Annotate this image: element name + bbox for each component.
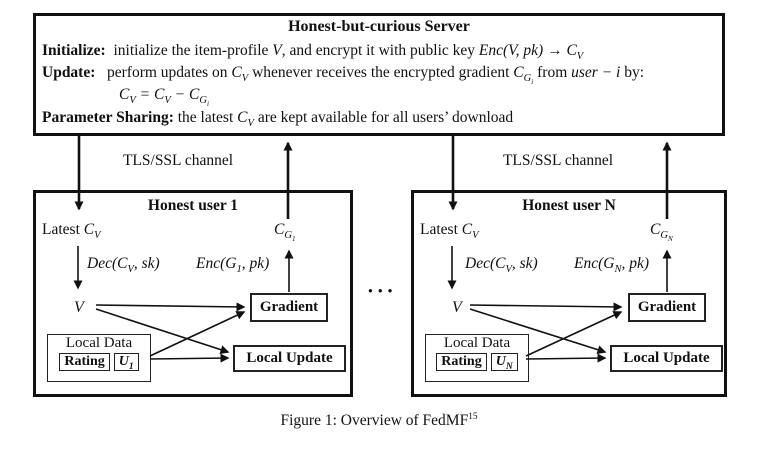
u-box: UN: [490, 353, 518, 372]
text-segment: Update:: [42, 64, 96, 81]
server-line-parameter-sharing: Parameter Sharing: the latest CV are kep…: [42, 109, 514, 130]
text-segment: from: [533, 64, 572, 81]
server-line-initialize: Initialize: initialize the item-profile …: [42, 42, 584, 63]
text-segment: are kept available for all users’ downlo…: [253, 109, 514, 126]
userN-gradient-box: Gradient: [628, 293, 706, 322]
rating-box: Rating: [436, 353, 487, 371]
user1-local-update-box: Local Update: [233, 345, 346, 372]
text-segment: CV = CV − CGi: [119, 86, 209, 109]
user1-local-data-box: Local Data Rating U1: [47, 334, 151, 382]
latest-prefix: Latest: [42, 221, 84, 238]
userN-box: Honest user N Latest CV Dec(CV, sk) V CG…: [411, 190, 727, 397]
text-segment: V: [272, 42, 282, 59]
local-data-label: Local Data: [443, 335, 511, 351]
text-segment: Parameter Sharing:: [42, 109, 174, 126]
text-segment: perform updates on: [95, 64, 232, 81]
text-segment: CV: [237, 109, 254, 130]
figure-caption: Figure 1: Overview of FedMF15: [0, 412, 758, 430]
userN-cg-label: CGN: [650, 221, 673, 244]
latest-cv-math: CV: [83, 221, 101, 242]
text-segment: initialize the item-profile: [105, 42, 273, 59]
text-segment: CV: [231, 64, 249, 85]
userN-enc-label: Enc(GN, pk): [574, 255, 650, 276]
text-segment: Enc(V, pk) → CV: [478, 42, 584, 63]
user1-gradient-box: Gradient: [250, 293, 328, 322]
text-segment: the latest: [173, 109, 238, 126]
caption-superscript: 15: [468, 412, 478, 422]
userN-local-data-box: Local Data Rating UN: [425, 334, 529, 382]
server-box: Honest-but-curious Server Initialize: in…: [33, 13, 725, 136]
userN-dec-label: Dec(CV, sk): [465, 255, 538, 276]
user1-latest-cv-label: Latest CV: [42, 221, 101, 242]
userN-title: Honest user N: [522, 197, 616, 214]
text-segment: whenever receives the encrypted gradient: [248, 64, 514, 81]
server-title: Honest-but-curious Server: [288, 18, 470, 35]
user1-cg-label: CG1: [274, 221, 296, 244]
text-segment: , and encrypt it with public key: [281, 42, 479, 59]
rating-box: Rating: [59, 353, 110, 371]
caption-text: Figure 1: Overview of FedMF: [280, 412, 469, 430]
latest-cv-math: CV: [461, 221, 479, 242]
local-data-label: Local Data: [65, 335, 133, 351]
userN-local-update-box: Local Update: [610, 345, 723, 372]
text-segment: by:: [620, 64, 645, 81]
user1-v-label: V: [74, 299, 84, 316]
userN-v-label: V: [452, 299, 462, 316]
userN-latest-cv-label: Latest CV: [420, 221, 479, 242]
tls-channel-label-left: TLS/SSL channel: [122, 152, 234, 169]
tls-channel-label-right: TLS/SSL channel: [502, 152, 614, 169]
user1-box: Honest user 1 Latest CV Dec(CV, sk) V CG…: [33, 190, 353, 397]
text-segment: CGi: [513, 64, 534, 87]
server-line-update: Update: perform updates on CV whenever r…: [42, 64, 645, 87]
local-data-row: Rating UN: [436, 353, 518, 372]
text-segment: user − i: [571, 64, 621, 81]
user1-dec-label: Dec(CV, sk): [87, 255, 160, 276]
user1-enc-label: Enc(G1, pk): [196, 255, 270, 276]
latest-prefix: Latest: [420, 221, 462, 238]
u-box: U1: [113, 353, 139, 372]
ellipsis-dots: ●●●: [368, 286, 398, 295]
server-line-formula: CV = CV − CGi: [119, 86, 209, 109]
user1-title: Honest user 1: [147, 197, 239, 214]
text-segment: Initialize:: [42, 42, 106, 59]
local-data-row: Rating U1: [59, 353, 139, 372]
